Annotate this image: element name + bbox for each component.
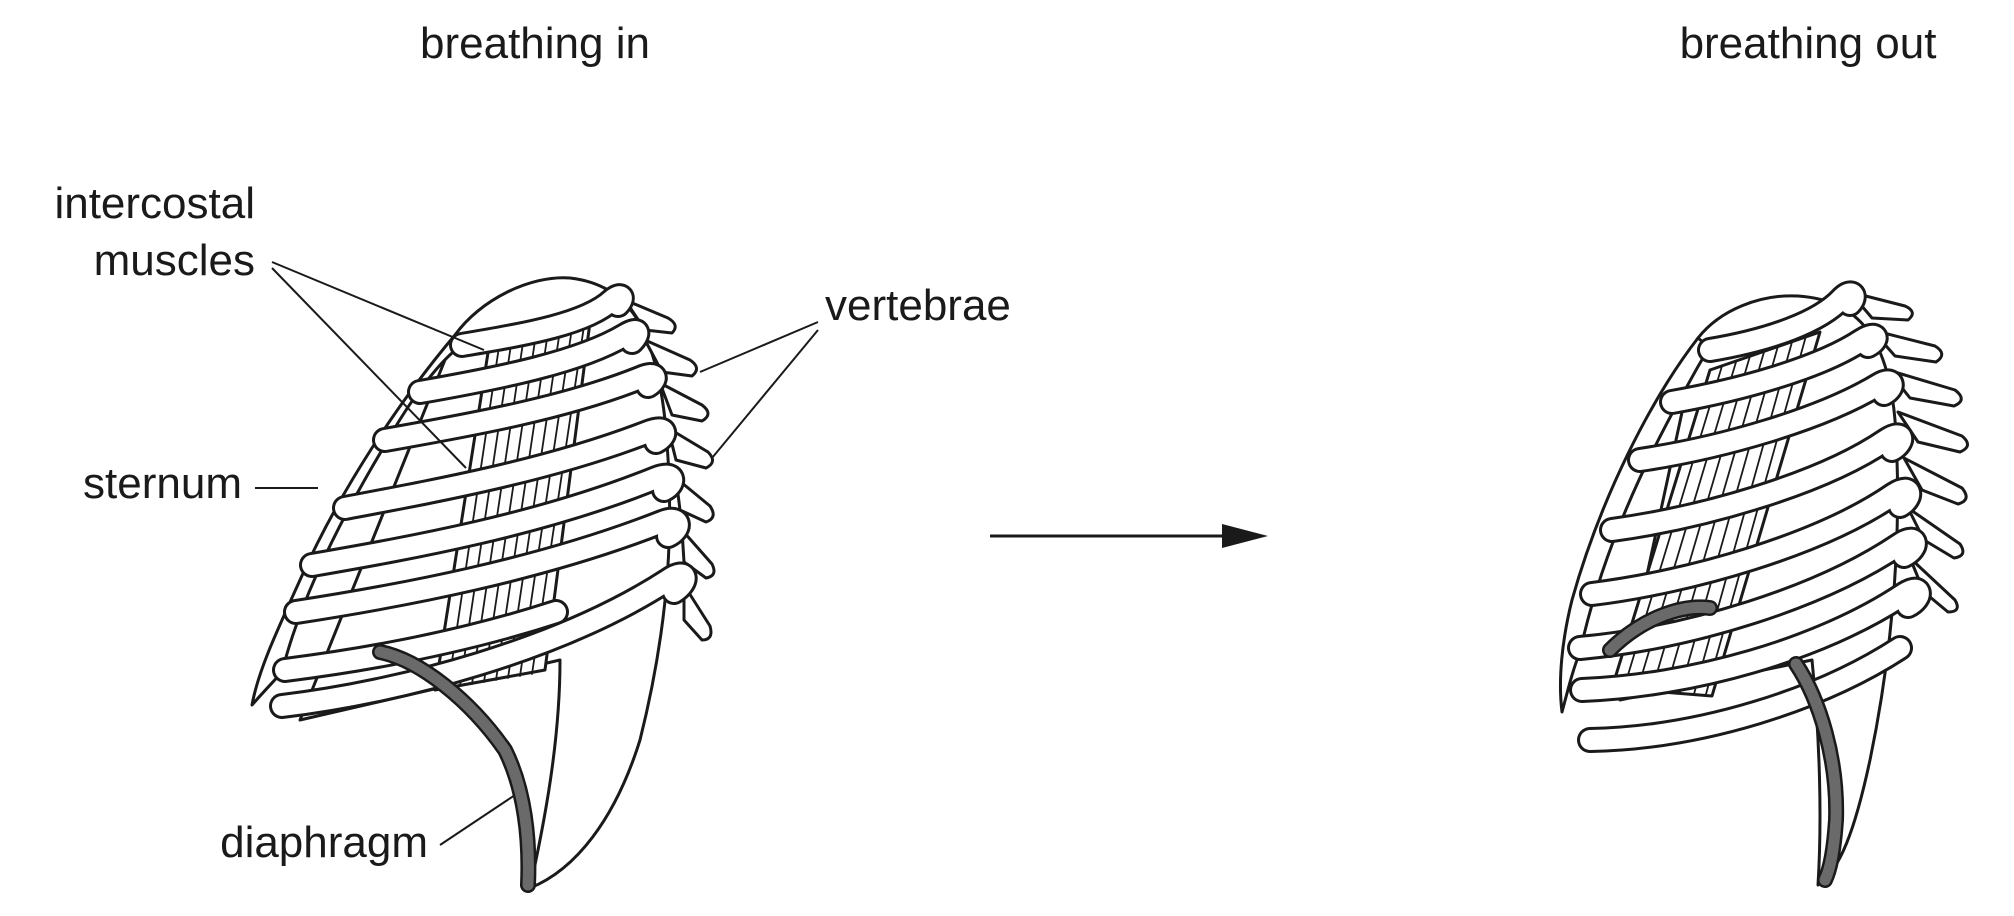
title-breathing-in: breathing in: [420, 19, 650, 68]
pointer-intercostal-a: [272, 262, 484, 350]
pointer-diaphragm: [440, 795, 515, 845]
transition-arrow: [990, 524, 1268, 548]
label-diaphragm: diaphragm: [220, 818, 428, 867]
label-vertebrae: vertebrae: [825, 281, 1011, 330]
pointer-vertebrae-a: [700, 322, 818, 372]
label-intercostal-line1: intercostal: [54, 179, 255, 228]
pointer-vertebrae-b: [712, 330, 818, 458]
title-breathing-out: breathing out: [1680, 19, 1937, 68]
label-intercostal-line2: muscles: [94, 236, 255, 285]
ribcage-inhale: [252, 278, 714, 888]
label-sternum: sternum: [83, 459, 242, 508]
ribcage-exhale: [1560, 292, 1967, 885]
